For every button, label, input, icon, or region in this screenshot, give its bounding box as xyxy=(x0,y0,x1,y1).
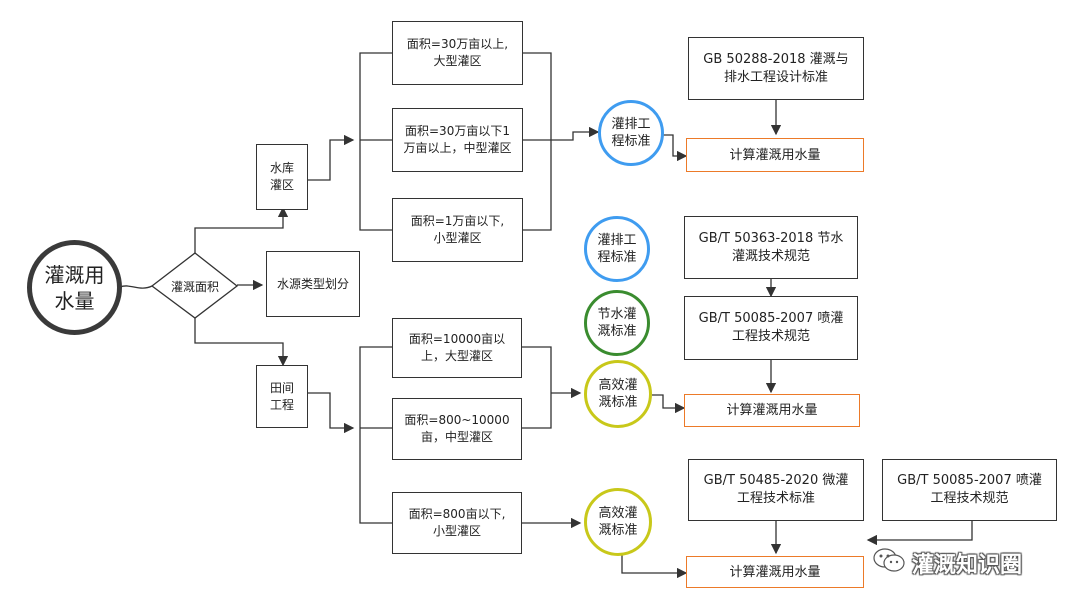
field-node: 田间 工程 xyxy=(256,365,308,428)
drainage-standard-circle-1: 灌排工 程标准 xyxy=(598,100,664,166)
watermark-text: 灌溉知识圈 xyxy=(912,553,1023,578)
standard-gbt50485: GB/T 50485-2020 微灌 工程技术标准 xyxy=(688,459,864,521)
field-medium-area: 面积=800~10000 亩，中型灌区 xyxy=(392,398,522,460)
standard-gbt50085-a: GB/T 50085-2007 喷灌 工程技术规范 xyxy=(684,296,858,360)
field-small-area: 面积=800亩以下, 小型灌区 xyxy=(392,492,522,554)
reservoir-medium-area: 面积=30万亩以下1 万亩以上，中型灌区 xyxy=(392,108,523,172)
field-large-area: 面积=10000亩以 上，大型灌区 xyxy=(392,318,522,378)
reservoir-large-area: 面积=30万亩以上, 大型灌区 xyxy=(392,21,523,85)
decision-diamond xyxy=(150,252,239,319)
standard-gbt50085-b: GB/T 50085-2007 喷灌 工程技术规范 xyxy=(882,459,1057,521)
water-saving-standard-circle: 节水灌 溉标准 xyxy=(584,290,650,356)
calc-irrigation-water-3: 计算灌溉用水量 xyxy=(686,556,864,588)
drainage-standard-circle-2: 灌排工 程标准 xyxy=(584,216,650,282)
root-node: 灌溉用 水量 xyxy=(27,240,122,335)
reservoir-small-area: 面积=1万亩以下, 小型灌区 xyxy=(392,198,523,262)
decision-label: 灌溉面积 xyxy=(170,279,219,294)
wechat-icon xyxy=(872,546,906,580)
efficient-standard-circle-2: 高效灌 溉标准 xyxy=(584,488,652,556)
reservoir-node: 水库 灌区 xyxy=(256,144,308,210)
calc-irrigation-water-1: 计算灌溉用水量 xyxy=(686,138,864,172)
watermark: 灌溉知识圈 xyxy=(872,546,1022,580)
calc-irrigation-water-2: 计算灌溉用水量 xyxy=(684,394,860,427)
standard-gbt50363: GB/T 50363-2018 节水 灌溉技术规范 xyxy=(684,216,858,279)
efficient-standard-circle-1: 高效灌 溉标准 xyxy=(584,360,652,428)
standard-gb50288: GB 50288-2018 灌溉与 排水工程设计标准 xyxy=(688,37,864,100)
water-source-node: 水源类型划分 xyxy=(266,251,360,317)
